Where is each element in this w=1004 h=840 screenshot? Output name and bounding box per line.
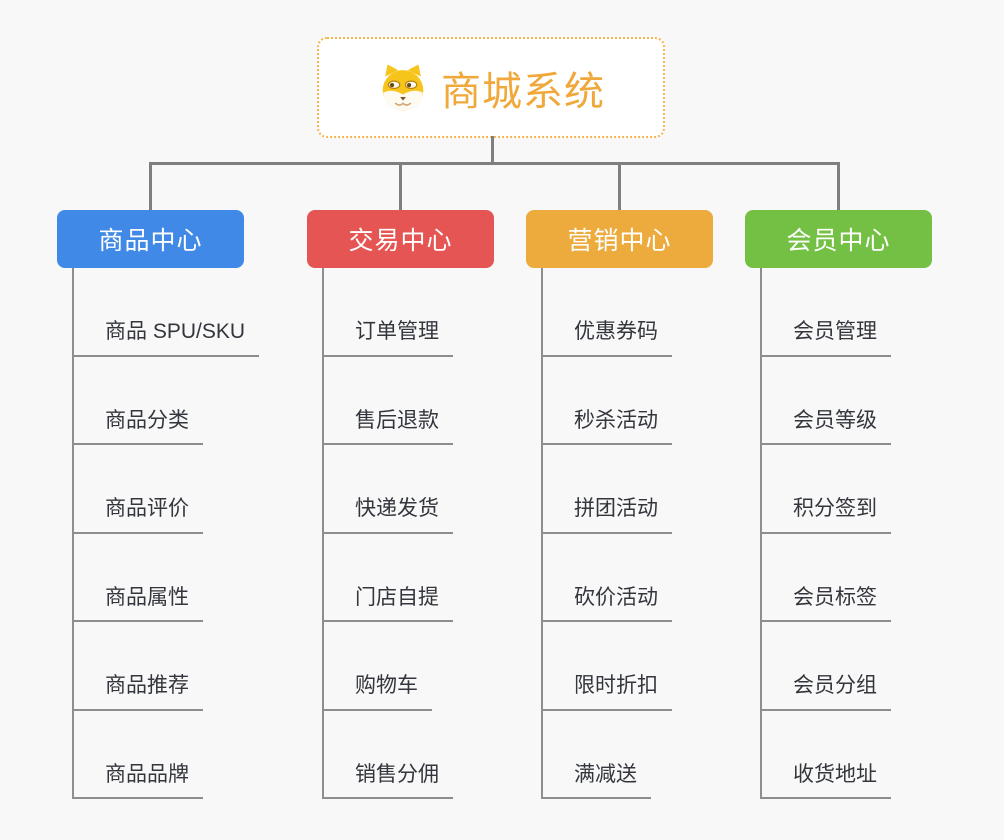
- branch-label: 交易中心: [348, 227, 453, 255]
- connector-root-drop: [491, 136, 494, 164]
- leaf-row: 秒杀活动: [543, 357, 672, 445]
- branch-node-product-center[interactable]: 商品中心: [57, 210, 244, 268]
- branch-node-marketing-center[interactable]: 营销中心: [526, 210, 713, 268]
- leaf-topic[interactable]: 商品评价: [74, 495, 203, 534]
- leaf-column-member: 会员管理 会员等级 积分签到 会员标签 会员分组 收货地址: [760, 268, 891, 799]
- leaf-topic[interactable]: 购物车: [324, 672, 432, 711]
- leaf-topic[interactable]: 销售分佣: [324, 761, 453, 799]
- leaf-topic[interactable]: 优惠券码: [543, 318, 672, 357]
- leaf-topic[interactable]: 商品属性: [74, 584, 203, 622]
- branch-node-member-center[interactable]: 会员中心: [745, 210, 932, 268]
- connector-horizontal-bus: [149, 162, 840, 165]
- connector-drop-branch-3: [618, 162, 621, 210]
- leaf-row: 会员分组: [762, 622, 891, 711]
- leaf-topic[interactable]: 拼团活动: [543, 495, 672, 534]
- branch-label: 会员中心: [786, 227, 891, 255]
- leaf-topic[interactable]: 快递发货: [324, 495, 453, 534]
- leaf-row: 收货地址: [762, 711, 891, 799]
- leaf-row: 售后退款: [324, 357, 453, 445]
- branch-label: 营销中心: [567, 227, 672, 255]
- leaf-column-trade: 订单管理 售后退款 快递发货 门店自提 购物车 销售分佣: [322, 268, 453, 799]
- leaf-row: 订单管理: [324, 268, 453, 357]
- root-topic-title: 商城系统: [441, 69, 605, 114]
- leaf-topic[interactable]: 会员管理: [762, 318, 891, 357]
- leaf-topic[interactable]: 商品 SPU/SKU: [74, 318, 260, 357]
- leaf-topic[interactable]: 积分签到: [762, 495, 891, 534]
- leaf-row: 优惠券码: [543, 268, 672, 357]
- shiba-dog-icon: [382, 63, 424, 111]
- root-topic-node[interactable]: 商城系统: [317, 37, 665, 138]
- leaf-topic[interactable]: 订单管理: [324, 318, 453, 357]
- leaf-row: 积分签到: [762, 445, 891, 534]
- leaf-row: 商品品牌: [74, 711, 259, 799]
- leaf-topic[interactable]: 会员标签: [762, 584, 891, 622]
- leaf-topic[interactable]: 砍价活动: [543, 584, 672, 622]
- leaf-row: 商品属性: [74, 534, 259, 622]
- branch-node-trade-center[interactable]: 交易中心: [307, 210, 494, 268]
- leaf-row: 会员等级: [762, 357, 891, 445]
- leaf-topic[interactable]: 商品推荐: [74, 672, 203, 711]
- leaf-topic[interactable]: 会员分组: [762, 672, 891, 711]
- leaf-topic[interactable]: 售后退款: [324, 407, 453, 445]
- leaf-row: 商品分类: [74, 357, 259, 445]
- leaf-topic[interactable]: 秒杀活动: [543, 407, 672, 445]
- connector-drop-branch-4: [837, 162, 840, 210]
- leaf-row: 商品评价: [74, 445, 259, 534]
- leaf-column-product: 商品 SPU/SKU 商品分类 商品评价 商品属性 商品推荐 商品品牌: [72, 268, 260, 799]
- leaf-topic[interactable]: 收货地址: [762, 761, 891, 799]
- branch-label: 商品中心: [98, 227, 203, 255]
- leaf-row: 满减送: [543, 711, 672, 799]
- leaf-row: 快递发货: [324, 445, 453, 534]
- connector-drop-branch-2: [399, 162, 402, 210]
- leaf-row: 商品 SPU/SKU: [74, 268, 260, 357]
- leaf-row: 拼团活动: [543, 445, 672, 534]
- leaf-row: 会员管理: [762, 268, 891, 357]
- leaf-topic[interactable]: 商品分类: [74, 407, 203, 445]
- leaf-row: 商品推荐: [74, 622, 259, 711]
- leaf-row: 销售分佣: [324, 711, 453, 799]
- leaf-topic[interactable]: 满减送: [543, 761, 651, 799]
- connector-drop-branch-1: [149, 162, 152, 210]
- leaf-topic[interactable]: 限时折扣: [543, 672, 672, 711]
- leaf-topic[interactable]: 商品品牌: [74, 761, 203, 799]
- leaf-row: 会员标签: [762, 534, 891, 622]
- leaf-row: 砍价活动: [543, 534, 672, 622]
- leaf-topic[interactable]: 会员等级: [762, 407, 891, 445]
- leaf-row: 门店自提: [324, 534, 453, 622]
- leaf-row: 限时折扣: [543, 622, 672, 711]
- leaf-row: 购物车: [324, 622, 453, 711]
- leaf-column-marketing: 优惠券码 秒杀活动 拼团活动 砍价活动 限时折扣 满减送: [541, 268, 672, 799]
- leaf-topic[interactable]: 门店自提: [324, 584, 453, 622]
